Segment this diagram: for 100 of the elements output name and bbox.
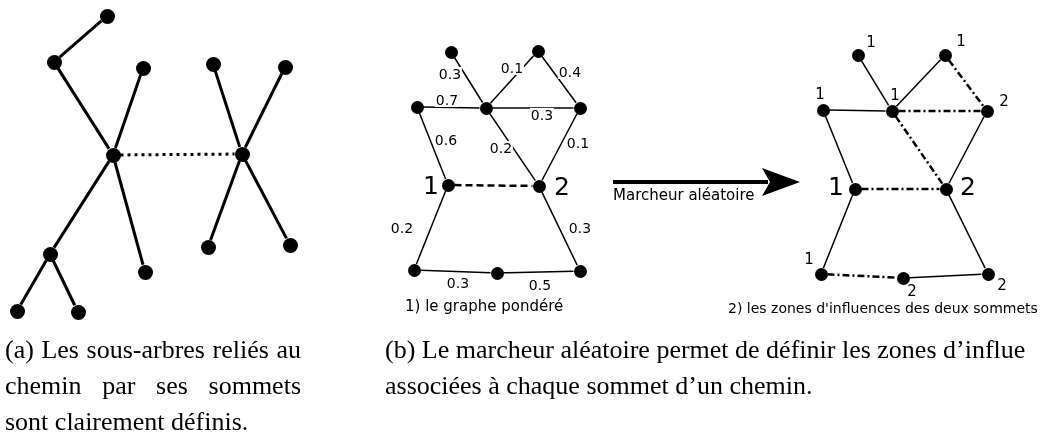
graph-vertex (234, 146, 250, 162)
vertex-label: 1 (956, 33, 966, 49)
graph-vertex (939, 182, 953, 196)
graph-edge (113, 161, 145, 266)
graph-edge (948, 116, 985, 184)
graph-edge (213, 70, 242, 148)
edge-weight: 0.2 (488, 141, 514, 155)
graph-edge (114, 74, 142, 149)
graph-edge (895, 58, 942, 108)
vertex-label: 1 (866, 34, 876, 50)
vertex-label: 1 (890, 87, 900, 103)
vertex-label: 2 (960, 173, 976, 199)
vertex-label: 1 (423, 172, 439, 198)
graph-vertex (531, 44, 545, 58)
graph-vertex (885, 104, 899, 118)
graph-edge (541, 191, 578, 266)
edge-weight: 0.1 (499, 61, 525, 75)
graph-vertex (46, 54, 62, 70)
graph-edge (19, 259, 48, 306)
vertex-label: 2 (907, 283, 917, 299)
graph-edge (415, 190, 447, 265)
graph-vertex (490, 266, 504, 280)
graph-edge (541, 113, 578, 181)
graph-vertex (200, 239, 216, 255)
graph-vertex (980, 104, 994, 118)
graph-edge (488, 112, 537, 182)
graph-vertex (816, 103, 830, 117)
panel-label: 2) les zones d'influences des deux sommets (728, 301, 1038, 315)
graph-edge (209, 160, 241, 241)
edge-weight: 0.5 (527, 278, 553, 292)
graph-vertex (848, 182, 862, 196)
graph-vertex (135, 60, 151, 76)
graph-edge (860, 59, 890, 107)
graph-vertex (532, 179, 546, 193)
graph-vertex (573, 101, 587, 115)
vertex-label: 2 (554, 173, 570, 199)
graph-vertex (105, 147, 121, 163)
vertex-label: 1 (815, 86, 825, 102)
graph-edge (948, 194, 986, 269)
graph-vertex (851, 48, 865, 62)
edge-weight: 0.6 (433, 133, 459, 147)
graph-edge (244, 159, 288, 240)
graph-vertex (441, 178, 455, 192)
edge-weight: 0.1 (565, 136, 591, 150)
figure-caption: (b) Le marcheur aléatoire permet de définir les zones d’influe associées à chaque sommet d’un chemin. (385, 334, 1027, 402)
edge-weight: 0.3 (567, 221, 593, 235)
edge-weight: 0.3 (445, 276, 471, 290)
graph-edge (824, 115, 854, 184)
graph-vertex (282, 237, 298, 253)
graph-edge (502, 270, 575, 274)
graph-edge (894, 115, 944, 185)
graph-edge (52, 160, 111, 249)
edge-weight: 0.7 (434, 93, 460, 107)
vertex-label: 2 (999, 93, 1009, 109)
graph-vertex (277, 59, 293, 75)
graph-edge (120, 152, 235, 157)
graph-vertex (99, 8, 115, 24)
edge-weight: 0.3 (529, 108, 555, 122)
graph-edge (908, 273, 983, 279)
graph-vertex (9, 303, 25, 319)
graph-vertex (573, 264, 587, 278)
graph-edge (491, 107, 575, 109)
graph-vertex (938, 48, 952, 62)
graph-edge (422, 106, 481, 109)
graph-edge (419, 269, 492, 274)
graph-edge (947, 59, 985, 107)
graph-vertex (981, 267, 995, 281)
graph-vertex (205, 56, 221, 72)
graph-edge (861, 187, 940, 191)
panel-label: 1) le graphe pondéré (405, 299, 564, 314)
graph-vertex (407, 263, 421, 277)
graph-vertex (896, 271, 910, 285)
graph-edge (453, 56, 484, 104)
graph-edge (827, 273, 897, 279)
graph-edge (418, 112, 447, 180)
figure-caption: (a) Les sous-arbres reliés au chemin par ses sommets sont clairement définis. (5, 334, 301, 438)
graph-edge (243, 73, 284, 148)
vertex-label: 2 (997, 277, 1007, 293)
graph-vertex (479, 101, 493, 115)
graph-edge (58, 19, 103, 59)
edge-weight: 0.4 (557, 65, 583, 79)
graph-edge (541, 55, 577, 104)
graph-vertex (42, 246, 58, 262)
graph-vertex (814, 267, 828, 281)
graph-vertex (70, 304, 86, 320)
graph-edge (898, 109, 981, 113)
graph-vertex (137, 264, 153, 280)
graph-edge (489, 55, 535, 104)
graph-edge (822, 194, 854, 269)
graph-vertex (410, 100, 424, 114)
panel-label: Marcheur aléatoire (613, 188, 755, 203)
vertex-label: 1 (828, 173, 844, 199)
graph-vertex (444, 45, 458, 59)
graph-edge (828, 109, 887, 112)
graph-edge (51, 260, 77, 306)
edge-weight: 0.2 (389, 221, 415, 235)
graph-edge (56, 67, 111, 150)
graph-edge (454, 183, 533, 188)
vertex-label: 1 (804, 251, 814, 267)
edge-weight: 0.3 (437, 67, 463, 81)
